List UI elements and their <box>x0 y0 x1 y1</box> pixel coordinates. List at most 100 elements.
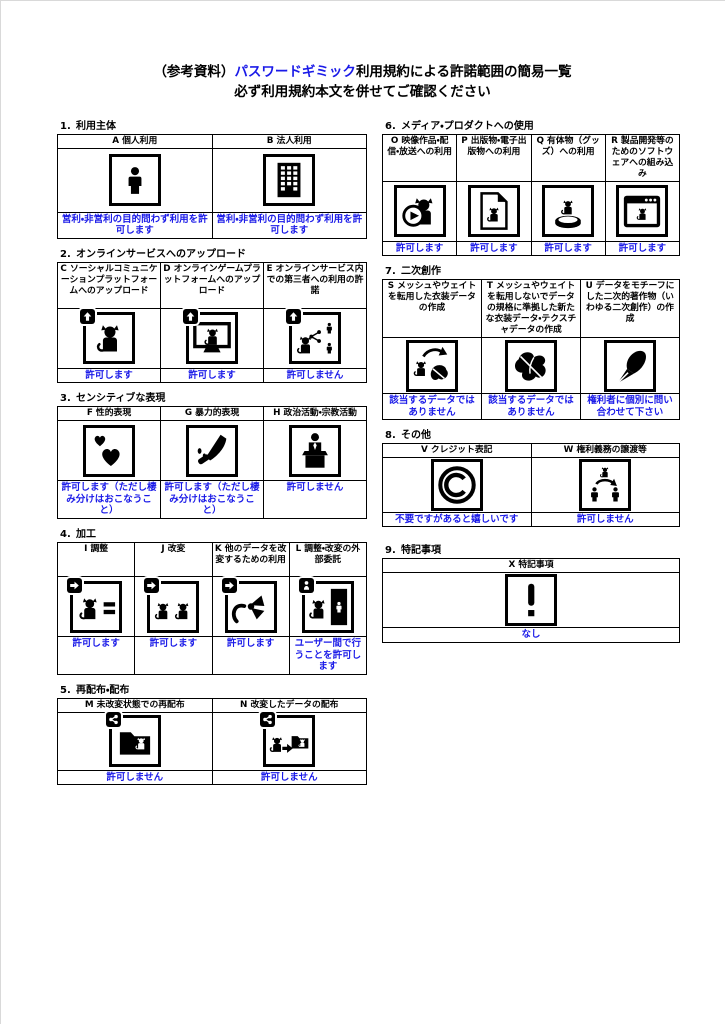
redistribute-folder-icon <box>105 712 161 768</box>
cell-L-header: L 調整・改変の外部委託 <box>288 542 368 578</box>
cell-R-header: R 製品開発等のためのソフトウェアへの組み込み <box>604 134 681 182</box>
upload-badge-icon <box>80 309 95 325</box>
cell-D-result: 許可します <box>160 367 264 384</box>
modify-badge-icon <box>144 577 160 593</box>
podium-speaker-icon <box>289 424 341 477</box>
section-derivative-works: 7.二次創作 S メッシュやウェイトを転用した衣装データの作成 T メッシュやウ… <box>382 262 680 421</box>
cell-Q-header: Q 有体物（グッズ）への利用 <box>530 134 606 182</box>
cell-G-header: G 暴力的表現 <box>160 406 264 422</box>
share-third-party-icon <box>286 309 341 365</box>
cell-B-header: B 法人利用 <box>211 134 367 149</box>
section-heading: 5.再配布・配布 <box>60 684 130 696</box>
section-sensitive-expression: 3.センシティブな表現 F 性的表現 G 暴力的表現 H 政治活動・宗教活動 <box>57 389 367 520</box>
adjust-cat-icon <box>67 577 123 633</box>
copyright-icon <box>430 459 483 512</box>
cell-J-header: J 改変 <box>134 542 213 578</box>
section-processing: 4.加工 I 調整 J 改変 K 他のデータを改変するための利用 L 調整・改変… <box>56 525 368 675</box>
cell-N-header: N 改変したデータの配布 <box>211 697 367 713</box>
cell-K-result: 許可します <box>211 636 290 675</box>
cell-H-result: 許可しません <box>263 480 367 520</box>
cell-V-result: 不要ですがあると嬉しいです <box>382 512 532 528</box>
page-title: （参考資料）パスワードギミック利用規約による許諾範囲の簡易一覧 必ず利用規約本文… <box>0 62 725 103</box>
cell-A-result: 営利・非営利の目的問わず利用を許可します <box>57 211 213 239</box>
cell-V-header: V クレジット表記 <box>382 443 532 459</box>
section-heading: 1.利用主体 <box>60 121 116 132</box>
cell-A-header: A 個人利用 <box>57 134 213 149</box>
cell-J-result: 許可します <box>134 636 213 675</box>
cell-E-header: E オンラインサービス内での第三者への利用の許諾 <box>263 261 367 309</box>
cell-S-result: 該当するデータではありません <box>382 393 482 421</box>
cell-W-result: 許可しません <box>530 512 680 528</box>
section-heading: 8.その他 <box>385 430 431 442</box>
share-badge-icon <box>105 712 121 728</box>
section-heading: 4.加工 <box>60 529 96 541</box>
cell-D-header: D オンラインゲームプラットフォームへのアップロード <box>160 261 264 309</box>
cell-E-result: 許可しません <box>263 367 367 384</box>
section-other: 8.その他 V クレジット表記 W 権利義務の譲渡等 不要ですがあると嬉しいです… <box>382 426 680 528</box>
section-online-upload: 2.オンラインサービスへのアップロード C ソーシャルコミュニケーションプラット… <box>57 245 367 384</box>
right-column: 6.メディア・プロダクトへの使用 O 映像作品・配信・放送への利用 P 出版物・… <box>381 117 681 649</box>
cell-T-result: 該当するデータではありません <box>481 393 581 421</box>
brand-name: パスワードギミック <box>234 64 356 80</box>
section-heading: 6.メディア・プロダクトへの使用 <box>385 121 534 132</box>
cell-O-result: 許可します <box>381 240 458 257</box>
cell-C-header: C ソーシャルコミュニケーションプラットフォームへのアップロード <box>57 261 161 309</box>
cell-M-result: 許可しません <box>57 769 213 785</box>
software-cat-icon <box>616 185 669 238</box>
section-media-product: 6.メディア・プロダクトへの使用 O 映像作品・配信・放送への利用 P 出版物・… <box>381 117 681 257</box>
cell-K-header: K 他のデータを改変するための利用 <box>211 542 290 578</box>
cell-C-result: 許可します <box>57 367 161 384</box>
left-column: 1.利用主体 A 個人利用 B 法人利用 <box>56 117 368 791</box>
cell-B-result: 営利・非営利の目的問わず利用を許可します <box>211 211 367 239</box>
cell-N-result: 許可しません <box>211 769 367 785</box>
cell-P-header: P 出版物・電子出版物への利用 <box>456 134 532 182</box>
title-line1: （参考資料）パスワードギミック利用規約による許諾範囲の簡易一覧 <box>153 64 572 80</box>
exclamation-icon <box>505 574 557 627</box>
cell-S-header: S メッシュやウェイトを転用した衣装データの作成 <box>382 279 482 339</box>
share-badge-icon <box>260 712 276 728</box>
new-costume-icon <box>505 339 557 392</box>
section-heading: 3.センシティブな表現 <box>60 393 166 405</box>
cell-I-header: I 調整 <box>56 542 136 578</box>
upload-badge-icon <box>286 309 301 325</box>
title-line2: 必ず利用規約本文を併せてご確認ください <box>234 84 491 101</box>
fanart-pen-icon <box>604 339 656 392</box>
cell-H-header: H 政治活動・宗教活動 <box>263 406 367 422</box>
cell-R-result: 許可します <box>604 240 681 257</box>
hearts-icon <box>83 424 135 477</box>
publication-cat-icon <box>467 185 520 238</box>
outsource-badge-icon <box>298 577 314 593</box>
section-special-notes: 9.特記事項 X 特記事項 なし <box>382 541 680 643</box>
upload-game-cat-icon <box>183 309 238 365</box>
person-icon <box>108 154 161 207</box>
building-icon <box>263 154 316 207</box>
goods-cat-icon <box>542 185 595 238</box>
cell-P-result: 許可します <box>456 240 532 257</box>
cell-U-result: 権利者に個別に問い合わせて下さい <box>580 393 680 421</box>
cell-U-header: U データをモチーフにした二次的著作物（いわゆる二次創作）の作成 <box>580 279 680 339</box>
knife-icon <box>186 424 238 477</box>
cell-F-header: F 性的表現 <box>57 406 161 422</box>
section-redistribution: 5.再配布・配布 M 未改変状態での再配布 N 改変したデータの配布 許可しませ… <box>57 681 367 785</box>
cell-O-header: O 映像作品・配信・放送への利用 <box>381 134 458 182</box>
outsource-icon <box>298 577 354 633</box>
modify-badge-icon <box>67 577 83 593</box>
modify-cats-icon <box>144 577 200 633</box>
cell-L-result: ユーザー間で行うことを許可します <box>288 636 368 675</box>
video-cat-icon <box>393 185 446 238</box>
cell-G-result: 許可します（ただし棲み分けはおこなうこと） <box>160 480 264 520</box>
section-usage-subject: 1.利用主体 A 個人利用 B 法人利用 <box>57 117 367 239</box>
cell-T-header: T メッシュやウェイトを転用しないでデータの規格に準拠した新たな衣装データ・テク… <box>481 279 581 339</box>
cell-I-result: 許可します <box>56 636 136 675</box>
upload-cat-icon <box>80 309 135 365</box>
mesh-reuse-icon <box>406 339 458 392</box>
cell-Q-result: 許可します <box>530 240 606 257</box>
modify-badge-icon <box>221 577 237 593</box>
section-heading: 7.二次創作 <box>385 266 441 278</box>
rights-transfer-icon <box>579 459 632 512</box>
cell-W-header: W 権利義務の譲渡等 <box>530 443 680 459</box>
section-heading: 9.特記事項 <box>385 545 441 557</box>
cell-X-header: X 特記事項 <box>382 558 680 574</box>
cell-M-header: M 未改変状態での再配布 <box>57 697 213 713</box>
